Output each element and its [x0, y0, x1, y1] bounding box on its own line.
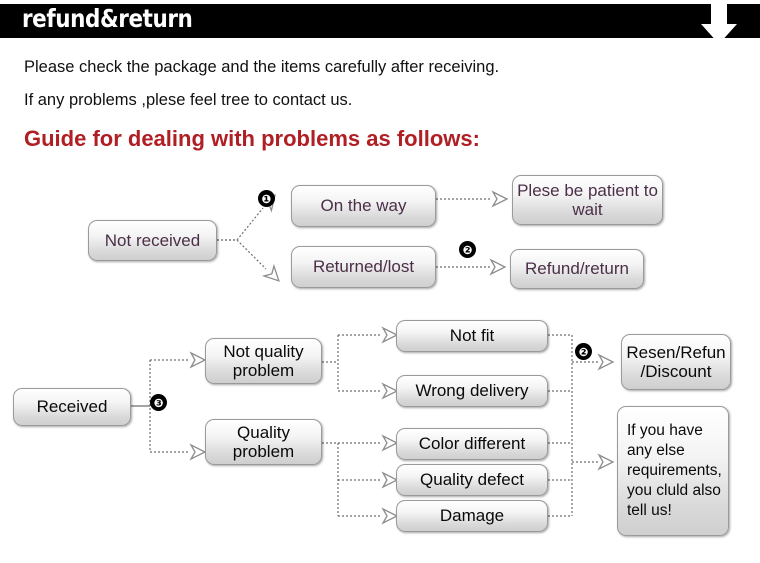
node-received[interactable]: Received — [13, 388, 131, 426]
node-plese-be-patient-label: Plese be patient to wait — [517, 180, 658, 219]
node-outcome-other-requirements[interactable]: If you have any else requirements, you c… — [617, 406, 729, 536]
intro-line-2: If any problems ,plese feel tree to cont… — [24, 91, 353, 109]
node-not-quality-problem-label: Not quality problem — [223, 341, 304, 380]
node-on-the-way[interactable]: On the way — [291, 185, 436, 227]
node-outcome-resend-refund[interactable]: Resen/Refun /Discount — [621, 334, 731, 390]
step-badge-3: ❸ — [150, 394, 167, 411]
node-outcome-resend-refund-label: Resen/Refun /Discount — [626, 342, 726, 381]
node-quality-problem[interactable]: Quality problem — [205, 419, 322, 465]
node-quality-problem-label: Quality problem — [232, 422, 295, 461]
node-not-received[interactable]: Not received — [88, 220, 217, 261]
header-bar — [0, 4, 760, 38]
page-title: refund&return — [22, 4, 193, 33]
node-plese-be-patient[interactable]: Plese be patient to wait — [512, 175, 663, 225]
node-outcome-other-requirements-label: If you have any else requirements, you c… — [627, 422, 722, 519]
node-issue-damage[interactable]: Damage — [396, 500, 548, 532]
node-issue-quality-defect[interactable]: Quality defect — [396, 464, 548, 496]
step-badge-2-bottom: ❷ — [575, 343, 592, 360]
node-refund-return[interactable]: Refund/return — [510, 249, 644, 289]
down-arrow-icon — [701, 4, 737, 44]
step-badge-2-top: ❷ — [459, 241, 476, 258]
step-badge-1: ❶ — [258, 190, 275, 207]
guide-heading: Guide for dealing with problems as follo… — [24, 126, 480, 151]
node-returned-lost[interactable]: Returned/lost — [291, 246, 436, 288]
intro-line-1: Please check the package and the items c… — [24, 58, 500, 76]
node-issue-color-different[interactable]: Color different — [396, 428, 548, 460]
node-not-quality-problem[interactable]: Not quality problem — [205, 338, 322, 384]
node-issue-wrong-delivery[interactable]: Wrong delivery — [396, 375, 548, 407]
node-issue-not-fit[interactable]: Not fit — [396, 320, 548, 352]
